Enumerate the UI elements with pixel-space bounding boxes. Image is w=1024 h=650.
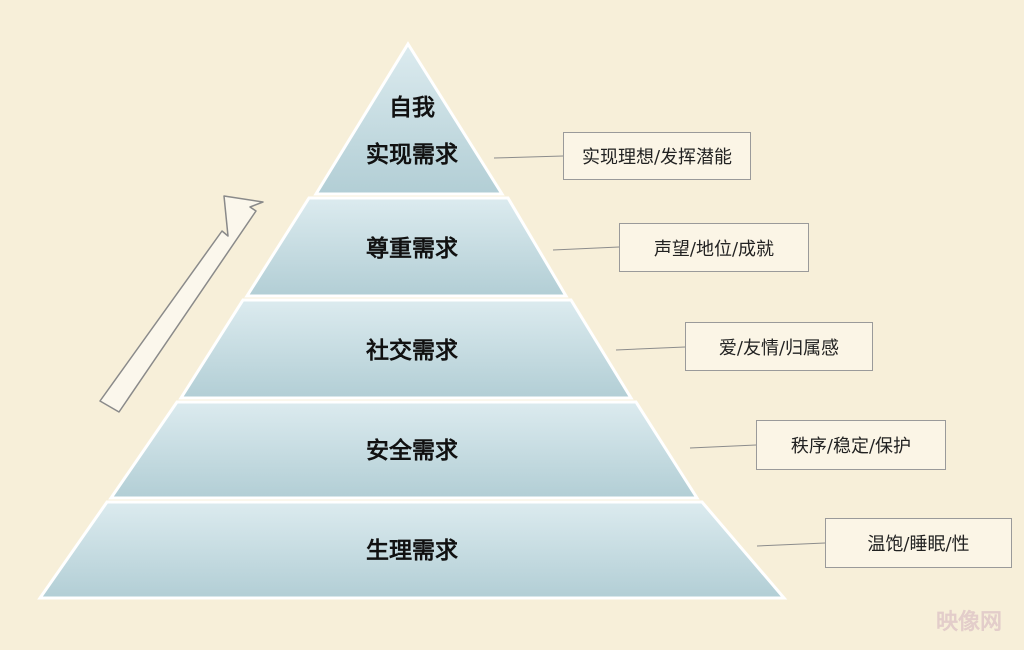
level-label-esteem: 尊重需求: [366, 235, 458, 262]
pyramid-layer-safety: [108, 400, 700, 500]
level-label-self-line2: 实现需求: [366, 141, 458, 168]
level-label-self-line1: 自我: [389, 94, 435, 121]
connector-line: [493, 155, 564, 159]
pyramid-layer-physiological: [37, 500, 788, 600]
connector-line: [552, 246, 620, 251]
note-box-safety: 秩序/稳定/保护: [756, 420, 946, 470]
connector-line: [689, 444, 757, 449]
note-box-social: 爱/友情/归属感: [685, 322, 873, 371]
level-label-safety: 安全需求: [366, 437, 458, 464]
watermark-logo-icon: 映像网: [935, 610, 1002, 635]
note-box-physiological: 温饱/睡眠/性: [825, 518, 1012, 568]
up-arrow-icon: [99, 195, 264, 413]
note-box-self-actualization: 实现理想/发挥潜能: [563, 132, 751, 180]
connector-line: [615, 346, 686, 351]
pyramid-layer-social: [178, 298, 634, 400]
level-label-physiological: 生理需求: [366, 538, 458, 564]
note-box-esteem: 声望/地位/成就: [619, 223, 809, 272]
pyramid-layer-self-actualization: [313, 41, 505, 196]
connector-line: [756, 542, 826, 547]
level-label-social: 社交需求: [366, 337, 458, 364]
pyramid-layer-esteem: [244, 196, 569, 298]
